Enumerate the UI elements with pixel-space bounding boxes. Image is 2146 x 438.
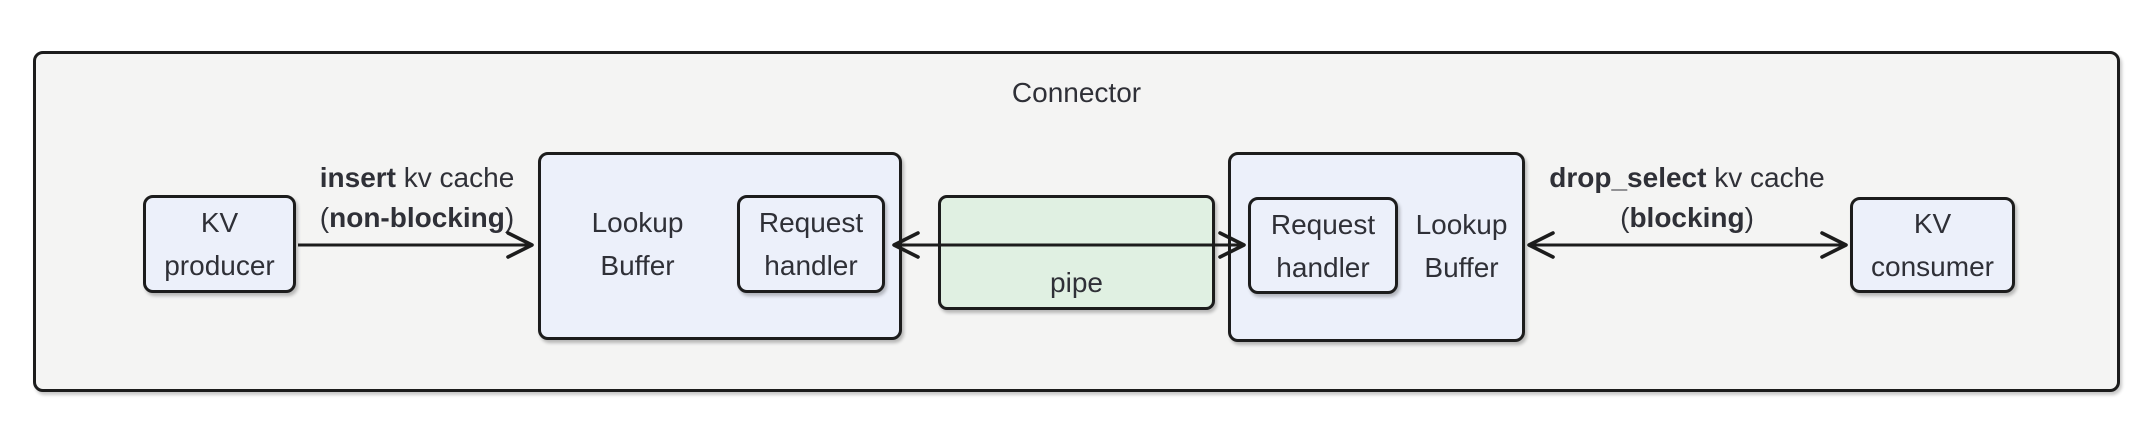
node-kv-consumer: KV consumer	[1850, 197, 2015, 293]
node-request-handler-left: Request handler	[737, 195, 885, 293]
lookup-buffer-left-label-line2: Buffer	[600, 250, 675, 281]
request-handler-right-label-line1: Request	[1270, 208, 1376, 240]
lookup-buffer-left-label-line1: Lookup	[591, 207, 684, 238]
edge-label-insert: insert kv cache (non-blocking)	[292, 158, 542, 238]
request-handler-left-label-line1: Request	[758, 207, 864, 238]
drop-select-paren-close: )	[1744, 202, 1754, 233]
lookup-buffer-left-label: Lookup Buffer	[538, 195, 737, 293]
insert-paren-close: )	[504, 202, 515, 233]
edge-label-drop-select: drop_select kv cache (blocking)	[1517, 158, 1857, 238]
insert-paren-open: (	[319, 202, 330, 233]
node-kv-producer: KV producer	[143, 195, 296, 293]
kv-producer-label-line1: KV	[200, 207, 239, 238]
edge-label-drop-select-line1: drop_select kv cache	[1549, 158, 1824, 198]
drop-select-suffix: kv cache	[1706, 162, 1825, 193]
drop-select-mode-keyword: blocking	[1629, 202, 1745, 233]
edge-label-insert-line2: (non-blocking)	[320, 198, 514, 238]
edge-label-insert-line1: insert kv cache	[320, 158, 515, 198]
connector-title: Connector	[1011, 77, 1142, 108]
request-handler-right-label-line2: handler	[1276, 251, 1370, 283]
insert-keyword: insert	[319, 162, 396, 193]
drop-select-keyword: drop_select	[1549, 162, 1707, 193]
kv-producer-label-line2: producer	[164, 250, 275, 281]
node-request-handler-right: Request handler	[1248, 197, 1398, 294]
lookup-buffer-right-label: Lookup Buffer	[1398, 197, 1525, 294]
node-pipe: pipe	[938, 195, 1215, 310]
insert-suffix: kv cache	[395, 162, 515, 193]
request-handler-left-label-line2: handler	[764, 250, 858, 281]
kv-consumer-label-line1: KV	[1913, 208, 1952, 239]
edge-label-drop-select-line2: (blocking)	[1620, 198, 1754, 238]
lookup-buffer-right-label-line2: Buffer	[1424, 251, 1499, 283]
kv-consumer-label-line2: consumer	[1871, 251, 1994, 282]
insert-mode-keyword: non-blocking	[329, 202, 505, 233]
drop-select-paren-open: (	[1620, 202, 1630, 233]
pipe-label: pipe	[1050, 267, 1103, 298]
lookup-buffer-right-label-line1: Lookup	[1415, 208, 1508, 240]
